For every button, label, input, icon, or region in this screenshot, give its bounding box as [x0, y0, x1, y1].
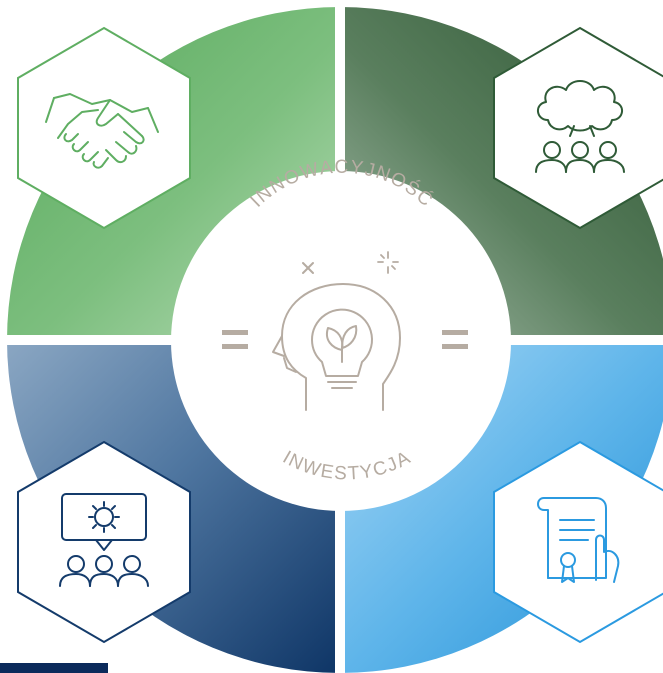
corner-accent-bar	[0, 663, 108, 673]
cross-mark-icon	[302, 262, 314, 274]
equals-left-icon	[222, 330, 248, 349]
hexagon-top-right	[493, 26, 663, 230]
hexagon-bottom-right	[493, 440, 663, 644]
team-settings-icon	[59, 493, 149, 587]
certificate-icon	[537, 497, 620, 583]
head-lightbulb-icon	[272, 283, 401, 411]
handshake-icon	[45, 93, 159, 169]
sparkle-icon	[377, 251, 399, 274]
hexagon-top-left	[17, 26, 191, 230]
brainstorm-icon	[535, 80, 625, 173]
hexagon-bottom-left	[17, 440, 191, 644]
equals-right-icon	[442, 330, 468, 349]
